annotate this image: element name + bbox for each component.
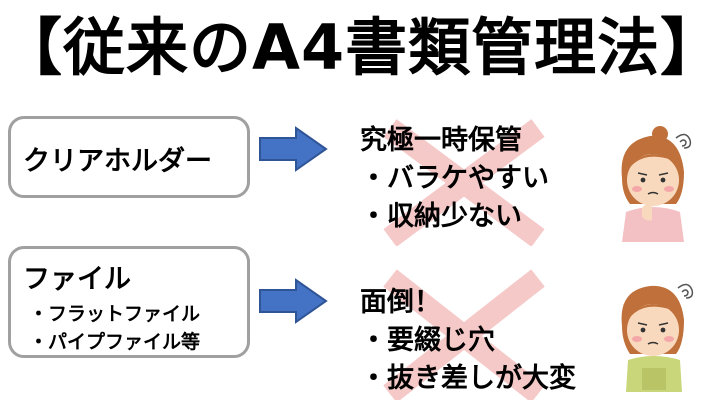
result-line: ・抜き差しが大変 bbox=[360, 363, 576, 394]
result-line: 究極一時保管 bbox=[360, 125, 522, 156]
cross-mark-icon bbox=[383, 119, 545, 246]
right-arrow-icon bbox=[259, 278, 328, 324]
result-line: ・要綴じ穴 bbox=[360, 325, 495, 356]
worried-woman-icon bbox=[621, 283, 694, 392]
method-label: ファイル bbox=[23, 264, 131, 295]
right-arrow-icon bbox=[259, 126, 328, 172]
result-line: ・バラケやすい bbox=[360, 163, 549, 194]
method-box-clear-holder: クリアホルダー bbox=[8, 116, 250, 198]
result-line: ・収納少ない bbox=[360, 201, 522, 232]
method-sub-item: ・フラットファイル bbox=[29, 303, 201, 325]
method-label: クリアホルダー bbox=[23, 146, 212, 177]
worried-woman-icon bbox=[621, 126, 692, 242]
method-box-file: ファイル ・フラットファイル ・パイプファイル等 bbox=[8, 246, 250, 358]
result-line: 面倒！ bbox=[360, 287, 441, 318]
result-block-clear-holder: 究極一時保管 ・バラケやすい ・収納少ない bbox=[360, 122, 549, 236]
page-title: 【従来のA4書類管理法】 bbox=[0, 11, 712, 84]
result-block-file: 面倒！ ・要綴じ穴 ・抜き差しが大変 bbox=[360, 284, 576, 398]
method-sub-item: ・パイプファイル等 bbox=[29, 331, 201, 353]
cross-mark-icon bbox=[383, 269, 545, 400]
